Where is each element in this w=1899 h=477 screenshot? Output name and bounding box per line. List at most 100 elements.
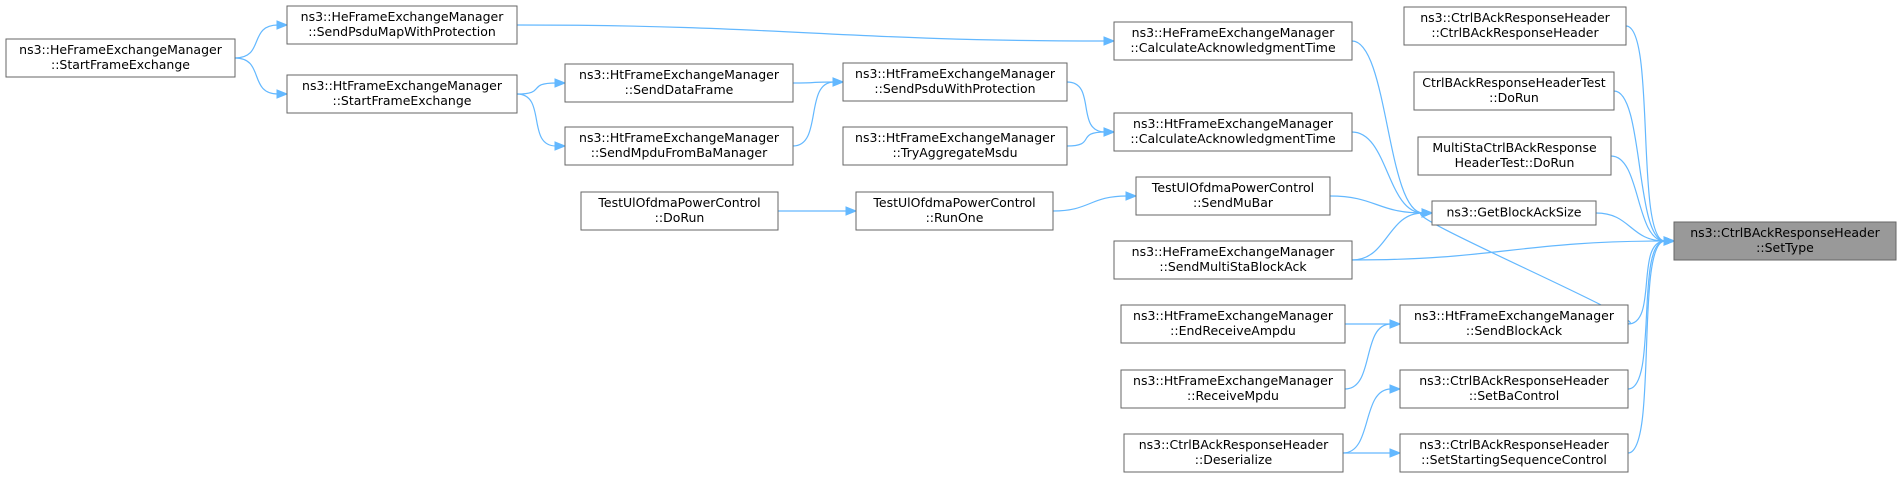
node-deserialize[interactable]: ns3::CtrlBAckResponseHeader::Deserialize <box>1123 433 1344 473</box>
edge-send-psdu-map-to-he-calc-ack <box>516 24 1116 46</box>
node-send-mu-bar[interactable]: TestUlOfdmaPowerControl::SendMuBar <box>1135 176 1331 216</box>
edge-line <box>516 93 557 147</box>
node-label-line: ns3::HtFrameExchangeManager <box>1133 373 1334 388</box>
edge-line <box>1351 212 1424 261</box>
node-label-line: ::Deserialize <box>1195 452 1273 467</box>
node-label-line: ns3::HtFrameExchangeManager <box>1414 308 1615 323</box>
edge-arrowhead <box>1421 208 1434 218</box>
node-ht-start[interactable]: ns3::HtFrameExchangeManager::StartFrameE… <box>286 74 518 114</box>
node-label-line: ns3::HeFrameExchangeManager <box>1132 25 1336 40</box>
node-label-line: ::SendMuBar <box>1193 195 1274 210</box>
node-box <box>1120 304 1346 344</box>
node-he-calc-ack[interactable]: ns3::HeFrameExchangeManager::CalculateAc… <box>1113 21 1353 61</box>
edge-test2-to-root <box>1610 155 1676 246</box>
edge-line <box>1329 195 1424 214</box>
edge-line <box>1052 195 1128 212</box>
node-label-line: ::SendDataFrame <box>625 82 734 97</box>
node-send-psdu-wp[interactable]: ns3::HtFrameExchangeManager::SendPsduWit… <box>842 62 1068 102</box>
node-send-multi-sta[interactable]: ns3::HeFrameExchangeManager::SendMultiSt… <box>1113 240 1353 280</box>
node-label-line: ns3::HtFrameExchangeManager <box>855 130 1056 145</box>
node-label-line: ns3::HeFrameExchangeManager <box>301 9 505 24</box>
node-set-ba-control[interactable]: ns3::CtrlBAckResponseHeader::SetBaContro… <box>1399 369 1629 409</box>
node-label-line: ::SetBaControl <box>1469 388 1559 403</box>
node-box <box>1403 6 1627 46</box>
node-label-line: ::CalculateAcknowledgmentTime <box>1130 40 1336 55</box>
edge-arrowhead <box>1103 127 1116 137</box>
node-label-line: ::DoRun <box>655 210 705 225</box>
node-ht-calc-ack[interactable]: ns3::HtFrameExchangeManager::CalculateAc… <box>1113 112 1353 152</box>
node-box <box>1135 176 1331 216</box>
edge-receive-mpdu-to-send-block-ack <box>1344 319 1402 390</box>
edge-arrowhead <box>1103 36 1116 46</box>
edge-ctor-to-root <box>1625 25 1676 246</box>
edge-line <box>516 24 1106 42</box>
node-box <box>1120 369 1346 409</box>
node-test1[interactable]: CtrlBAckResponseHeaderTest::DoRun <box>1413 71 1615 111</box>
node-label-line: TestUlOfdmaPowerControl <box>597 195 760 210</box>
edge-line <box>1610 155 1666 242</box>
node-end-receive[interactable]: ns3::HtFrameExchangeManager::EndReceiveA… <box>1120 304 1346 344</box>
node-box <box>842 62 1068 102</box>
edge-line <box>1627 240 1666 390</box>
node-label-line: ::DoRun <box>1489 90 1539 105</box>
edge-arrowhead <box>276 89 289 99</box>
node-label-line: ns3::GetBlockAckSize <box>1447 205 1582 220</box>
node-send-psdu-map[interactable]: ns3::HeFrameExchangeManager::SendPsduMap… <box>286 5 518 45</box>
edge-arrowhead <box>1389 384 1402 394</box>
node-box <box>855 191 1054 231</box>
node-send-mpdu-from-ba[interactable]: ns3::HtFrameExchangeManager::SendMpduFro… <box>564 126 794 166</box>
edge-line <box>1627 240 1666 454</box>
node-try-agg[interactable]: ns3::HtFrameExchangeManager::TryAggregat… <box>842 126 1068 166</box>
node-label-line: ::SendMpduFromBaManager <box>591 145 768 160</box>
node-box <box>1399 433 1629 473</box>
node-label-line: TestUlOfdmaPowerControl <box>872 195 1035 210</box>
edge-arrowhead <box>1663 236 1676 246</box>
node-label-line: HeaderTest::DoRun <box>1455 155 1575 170</box>
node-box <box>1399 304 1629 344</box>
node-do-run-pc[interactable]: TestUlOfdmaPowerControl::DoRun <box>580 191 779 231</box>
node-box <box>1123 433 1344 473</box>
node-ctor[interactable]: ns3::CtrlBAckResponseHeader::CtrlBAckRes… <box>1403 6 1627 46</box>
node-box <box>564 126 794 166</box>
node-box <box>5 38 236 78</box>
node-label-line: ::SendBlockAck <box>1466 323 1563 338</box>
node-label-line: ns3::HtFrameExchangeManager <box>302 78 503 93</box>
node-root[interactable]: ns3::CtrlBAckResponseHeader::SetType <box>1673 221 1897 261</box>
node-box <box>1431 200 1597 226</box>
node-label-line: ns3::HtFrameExchangeManager <box>855 66 1056 81</box>
edge-arrowhead <box>1125 191 1138 201</box>
node-receive-mpdu[interactable]: ns3::HtFrameExchangeManager::ReceiveMpdu <box>1120 369 1346 409</box>
node-label-line: ns3::HtFrameExchangeManager <box>579 130 780 145</box>
node-box <box>286 5 518 45</box>
node-he-start[interactable]: ns3::HeFrameExchangeManager::StartFrameE… <box>5 38 236 78</box>
node-label-line: CtrlBAckResponseHeaderTest <box>1422 75 1606 90</box>
node-send-data-frame[interactable]: ns3::HtFrameExchangeManager::SendDataFra… <box>564 63 794 103</box>
node-label-line: ns3::CtrlBAckResponseHeader <box>1139 437 1329 452</box>
node-test2[interactable]: MultiStaCtrlBAckResponseHeaderTest::DoRu… <box>1417 136 1612 176</box>
node-send-block-ack[interactable]: ns3::HtFrameExchangeManager::SendBlockAc… <box>1399 304 1629 344</box>
node-label-line: ns3::HtFrameExchangeManager <box>1133 308 1334 323</box>
node-box <box>1417 136 1612 176</box>
edge-he-calc-ack-to-get-block-ack-size <box>1351 40 1434 218</box>
node-label-line: ::TryAggregateMsdu <box>892 145 1017 160</box>
edge-send-mpdu-from-ba-to-send-psdu-wp <box>792 77 845 147</box>
node-label-line: ::SetStartingSequenceControl <box>1421 452 1607 467</box>
edge-ht-start-to-send-data-frame <box>516 78 567 95</box>
edge-arrowhead <box>276 20 289 30</box>
node-box <box>1673 221 1897 261</box>
node-label-line: ::ReceiveMpdu <box>1187 388 1279 403</box>
node-label-line: ::StartFrameExchange <box>333 93 472 108</box>
node-box <box>564 63 794 103</box>
node-label-line: ns3::HeFrameExchangeManager <box>19 42 223 57</box>
nodes-layer: ns3::CtrlBAckResponseHeader::SetTypens3:… <box>5 5 1897 473</box>
edge-arrowhead <box>554 141 567 151</box>
edge-send-multi-sta-to-root <box>1351 236 1676 261</box>
edge-line <box>1066 131 1106 147</box>
node-get-block-ack-size[interactable]: ns3::GetBlockAckSize <box>1431 200 1597 226</box>
node-box <box>286 74 518 114</box>
node-label-line: ::SendMultiStaBlockAck <box>1159 259 1307 274</box>
node-set-start-seq[interactable]: ns3::CtrlBAckResponseHeader::SetStarting… <box>1399 433 1629 473</box>
edge-line <box>792 81 835 84</box>
node-run-one[interactable]: TestUlOfdmaPowerControl::RunOne <box>855 191 1054 231</box>
